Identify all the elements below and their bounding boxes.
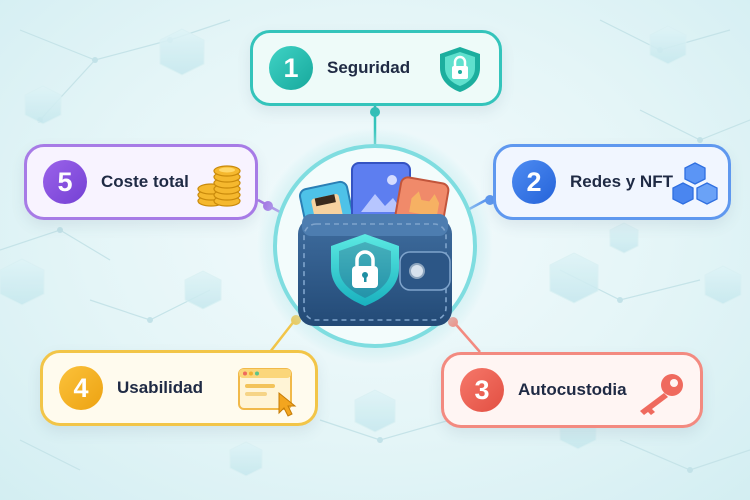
wallet-shield-lock-icon: [298, 162, 452, 326]
item-label: Seguridad: [327, 58, 411, 77]
browser-window-cursor-icon: [238, 368, 297, 417]
number-badge: 4: [59, 366, 103, 410]
item-label: Autocustodia: [518, 380, 627, 399]
number-badge: 1: [269, 46, 313, 90]
item-label: Redes y NFT: [570, 172, 673, 191]
item-card-coste-total: 5 Coste total: [24, 144, 258, 220]
key-icon: [640, 374, 683, 415]
item-label: Coste total: [101, 172, 189, 191]
number-badge: 5: [43, 160, 87, 204]
coin-stack-icon: [197, 165, 241, 207]
number-badge: 2: [512, 160, 556, 204]
item-card-seguridad: 1 Seguridad: [250, 30, 502, 106]
item-card-redes-nft: 2 Redes y NFT: [493, 144, 731, 220]
shield-lock-icon: [440, 47, 480, 92]
item-card-usabilidad: 4 Usabilidad: [40, 350, 318, 426]
item-card-autocustodia: 3 Autocustodia: [441, 352, 703, 428]
blocks-icon: [672, 162, 718, 205]
item-label: Usabilidad: [117, 378, 203, 397]
number-badge: 3: [460, 368, 504, 412]
